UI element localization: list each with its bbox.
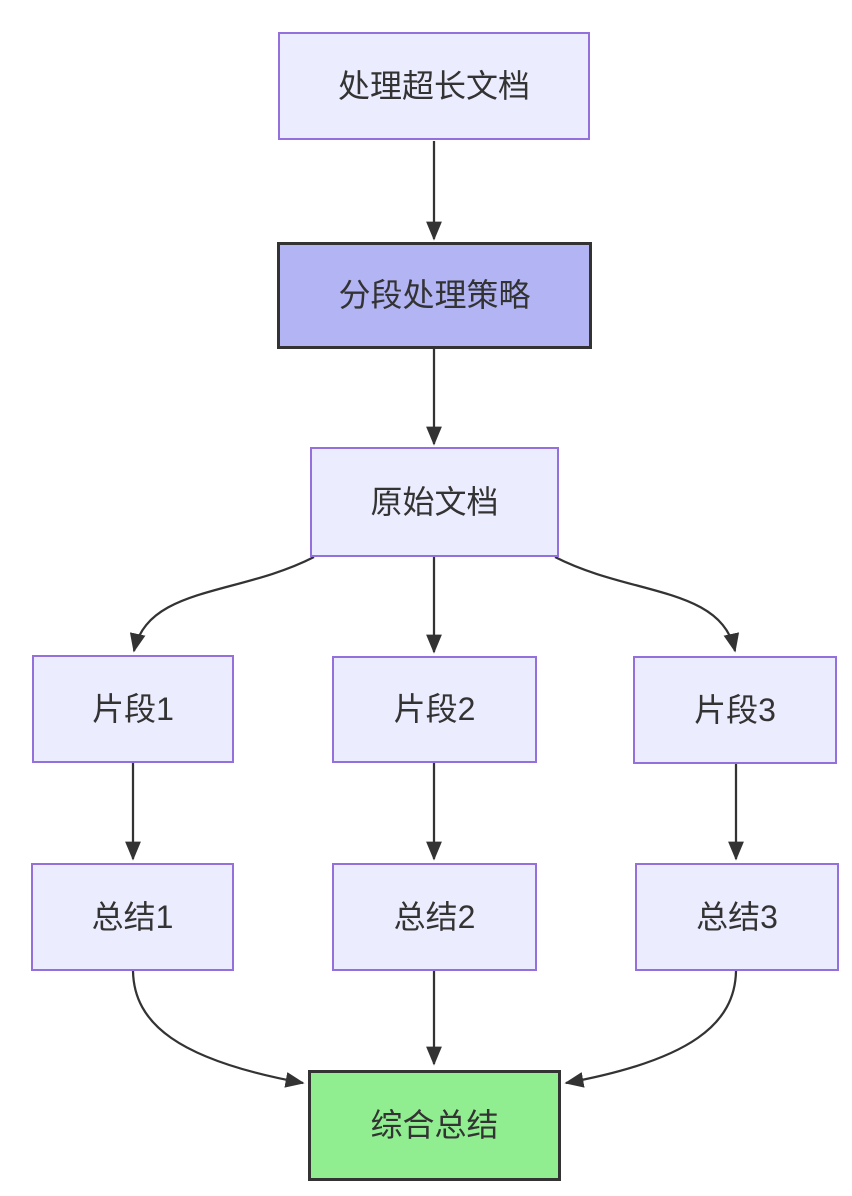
node-process-long-document: 处理超长文档 xyxy=(278,32,590,140)
edge-i-j xyxy=(564,970,738,1088)
node-label: 片段3 xyxy=(694,691,776,728)
node-label: 综合总结 xyxy=(370,1107,499,1144)
node-label: 总结1 xyxy=(91,898,174,935)
node-label: 总结3 xyxy=(696,898,778,935)
edge-c-f xyxy=(554,555,740,653)
edge-g-j xyxy=(131,970,305,1088)
node-original-document: 原始文档 xyxy=(310,447,559,557)
node-segmentation-strategy: 分段处理策略 xyxy=(277,242,592,349)
node-summary-3: 总结3 xyxy=(635,863,839,971)
node-fragment-3: 片段3 xyxy=(633,656,837,764)
node-label: 处理超长文档 xyxy=(337,67,530,104)
node-summary-2: 总结2 xyxy=(332,863,537,971)
node-label: 总结2 xyxy=(393,898,476,935)
node-label: 原始文档 xyxy=(370,483,499,520)
node-combined-summary: 综合总结 xyxy=(308,1070,561,1181)
node-summary-1: 总结1 xyxy=(31,863,234,971)
node-label: 片段1 xyxy=(92,690,174,727)
node-fragment-2: 片段2 xyxy=(332,656,537,763)
node-label: 分段处理策略 xyxy=(338,277,531,314)
edge-c-d xyxy=(129,555,315,653)
node-fragment-1: 片段1 xyxy=(32,655,234,763)
node-label: 片段2 xyxy=(393,691,476,728)
